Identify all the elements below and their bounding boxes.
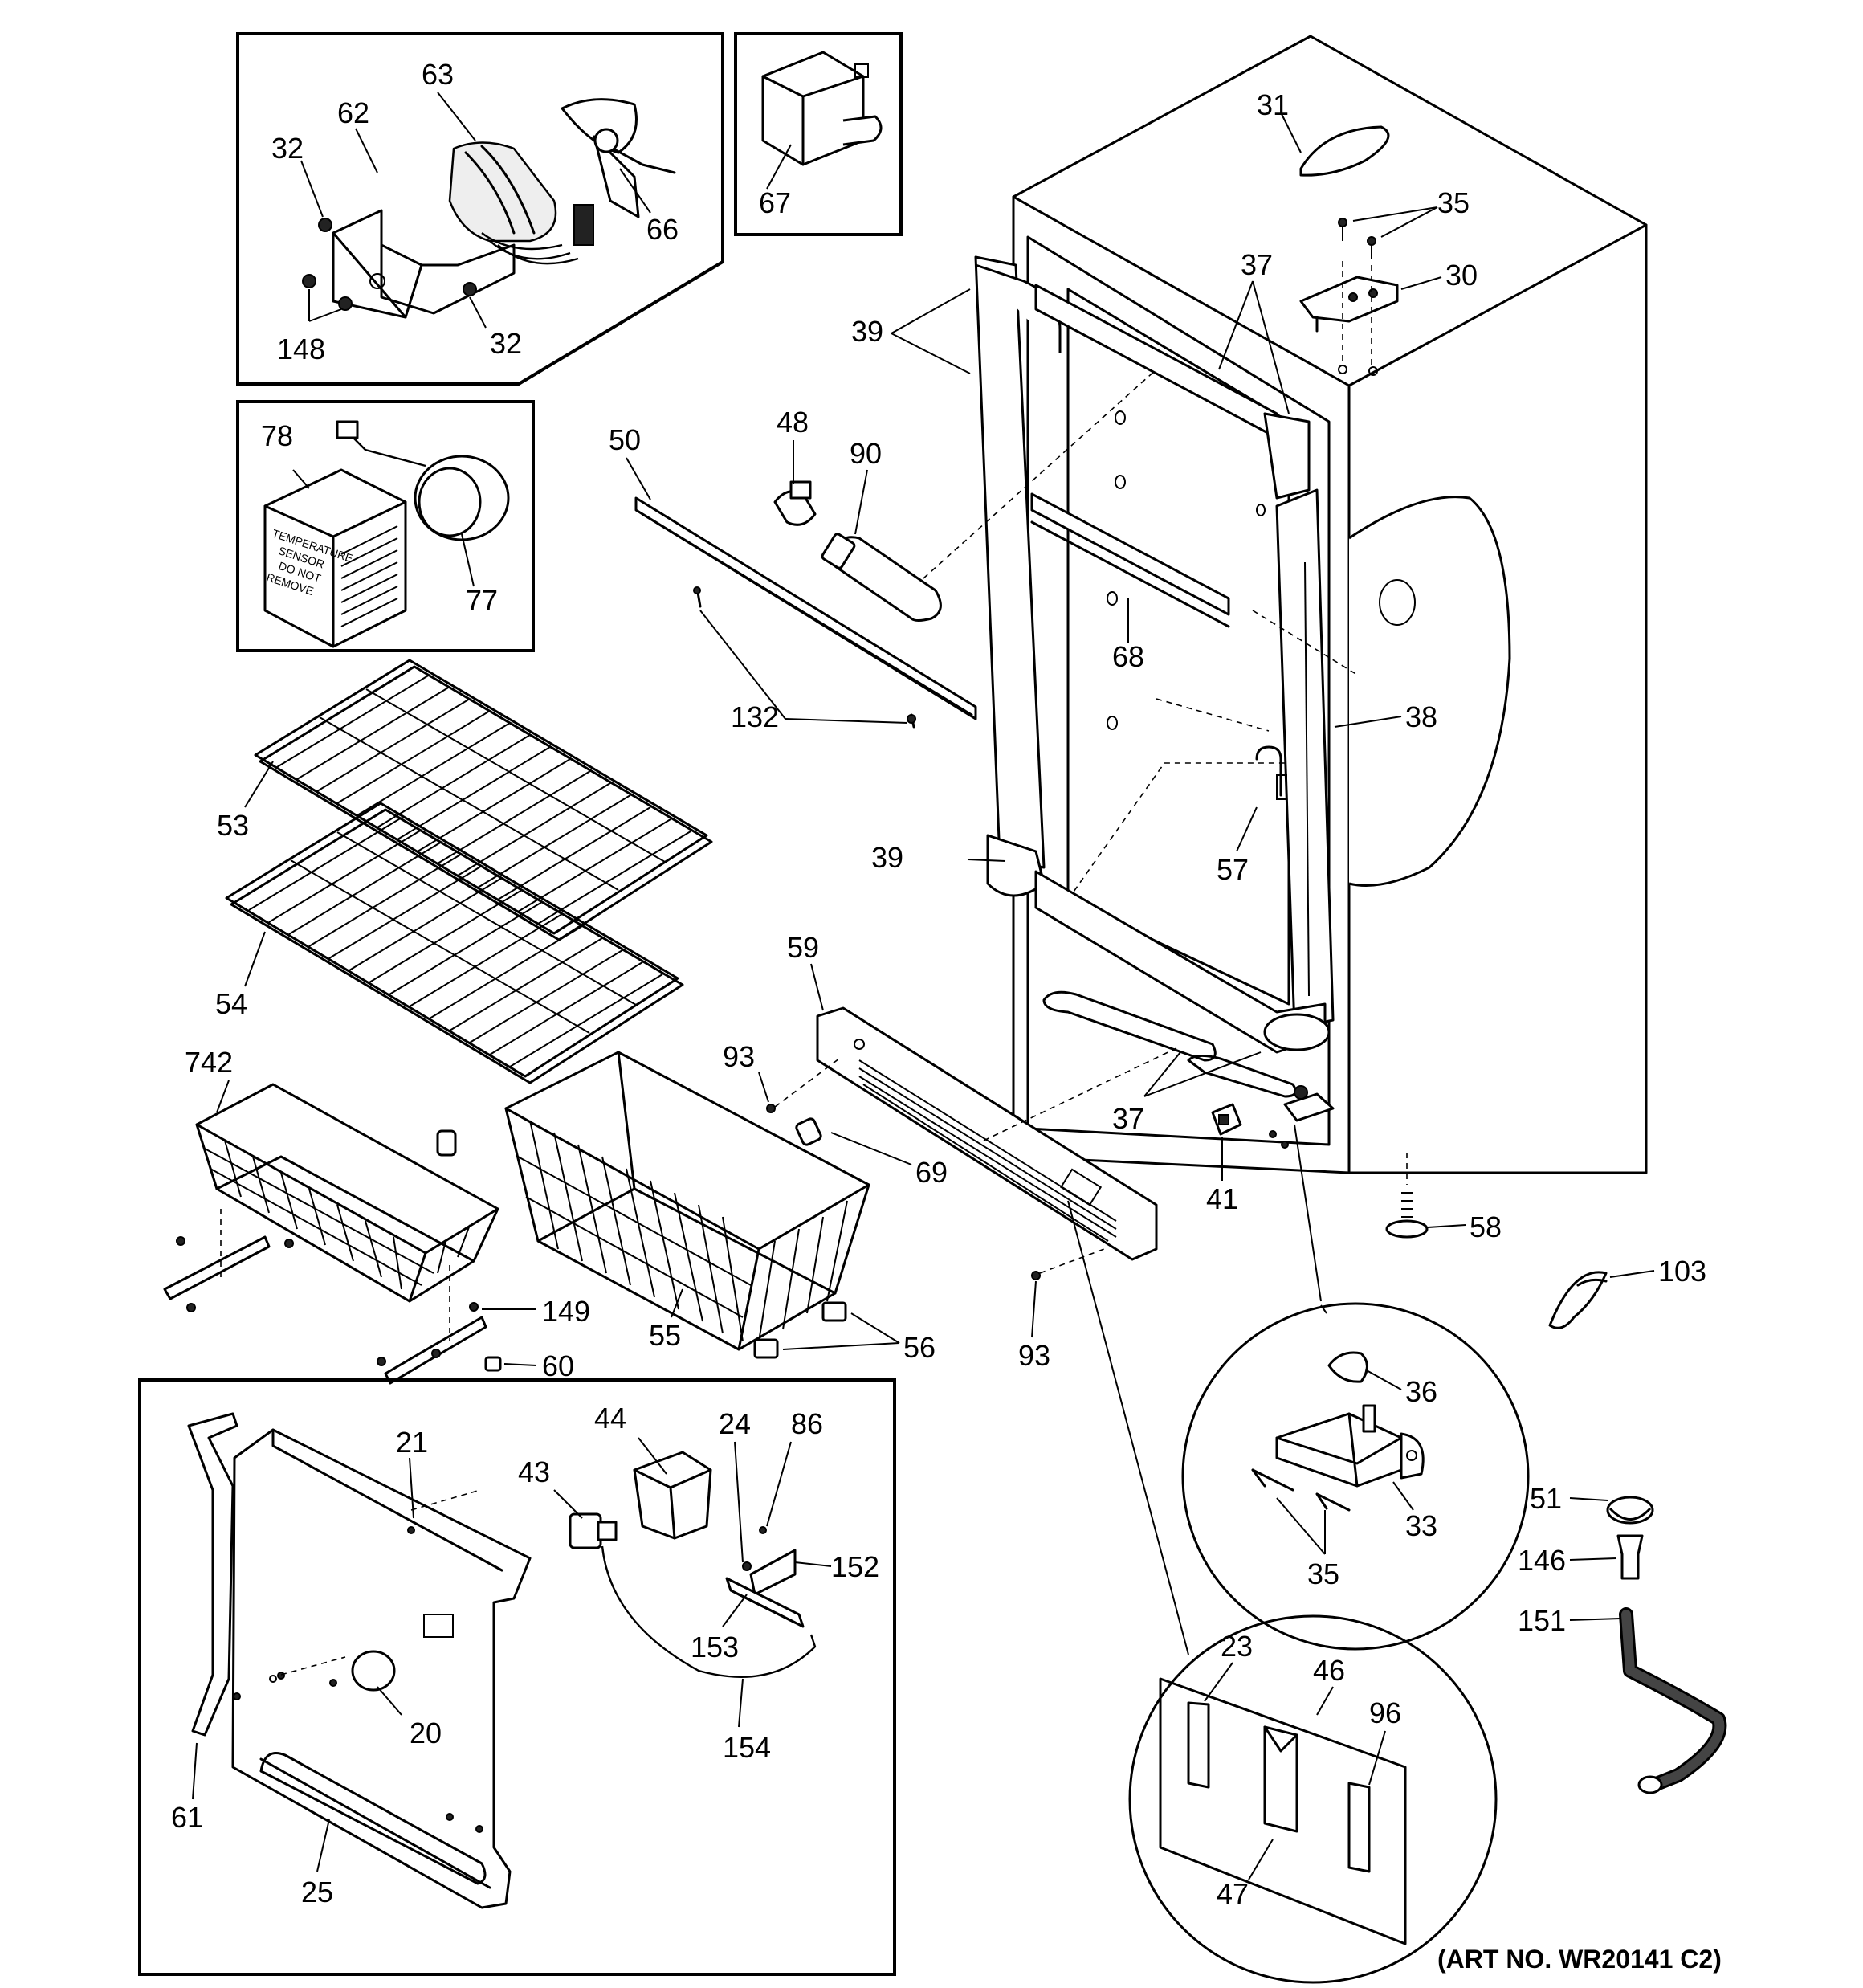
callout-63: 63 [422,58,454,91]
callout-132: 132 [731,700,779,733]
inset-fan-motor-assembly [236,32,724,386]
callout-78: 78 [261,419,293,452]
callout-96: 96 [1369,1696,1401,1729]
callout-742: 742 [185,1046,233,1079]
callout-labels: 32 62 63 66 148 32 67 78 77 31 35 30 37 … [171,58,1722,1974]
wire-shelf-53 [254,659,713,941]
inset-part-67 [734,32,903,236]
wire-shelf-54 [225,802,684,1084]
callout-53: 53 [217,809,249,842]
callout-33: 33 [1405,1509,1437,1542]
large-basket-55 [504,1051,870,1351]
inset-evaporator-cover [138,1378,896,1976]
callout-37-top: 37 [1241,248,1273,281]
callout-36: 36 [1405,1375,1437,1408]
callout-67: 67 [759,186,791,219]
callout-32-lower: 32 [490,327,522,360]
inset-temperature-sensor: TEMPERATURE SENSOR DO NOT REMOVE [236,400,535,652]
light-assembly [626,440,977,729]
callout-57: 57 [1217,853,1249,886]
callout-43: 43 [518,1455,550,1488]
callout-39-top: 39 [851,315,883,348]
callout-20: 20 [410,1717,442,1749]
callout-86: 86 [791,1407,823,1440]
clip-103 [1548,1270,1655,1329]
detail-circle-hinge [1181,1302,1530,1651]
callout-31: 31 [1257,88,1289,121]
callout-55: 55 [649,1319,681,1352]
switch-41-and-lower-hinge [1211,1085,1335,1302]
vent-slots [340,525,398,627]
callout-51: 51 [1530,1482,1562,1515]
callout-61: 61 [171,1801,203,1834]
callout-23: 23 [1221,1630,1253,1663]
callout-48: 48 [777,406,809,439]
callout-21: 21 [396,1426,428,1459]
callout-41: 41 [1206,1182,1238,1215]
drawer-stops-56 [753,1301,900,1359]
callout-54: 54 [215,987,247,1020]
callout-90: 90 [850,437,882,470]
callout-25: 25 [301,1876,333,1908]
callout-47: 47 [1217,1877,1249,1910]
callout-60: 60 [542,1349,574,1382]
callout-68: 68 [1112,640,1144,673]
leveling-leg-58 [1385,1153,1466,1239]
callout-148: 148 [277,333,325,365]
art-number: (ART NO. WR20141 C2) [1437,1945,1722,1974]
callout-56: 56 [903,1331,936,1364]
callout-37-bottom: 37 [1112,1102,1144,1135]
callout-149: 149 [542,1295,590,1328]
callout-93-top: 93 [723,1040,755,1073]
callout-24: 24 [719,1407,751,1440]
top-hinge-assembly [1280,112,1442,376]
callout-58: 58 [1470,1210,1502,1243]
callout-50: 50 [609,423,641,456]
callout-146: 146 [1518,1544,1566,1577]
callout-152: 152 [831,1550,879,1583]
callout-46: 46 [1313,1654,1345,1687]
callout-154: 154 [723,1731,771,1764]
cabinet-leaders [891,280,1402,1097]
callout-44: 44 [594,1402,626,1435]
callout-59: 59 [787,931,819,964]
callout-39-bottom: 39 [871,841,903,874]
callout-77: 77 [466,584,498,617]
drain-assembly [1569,1496,1727,1794]
callout-35: 35 [1437,186,1470,219]
detail-circle-switch-panel [1128,1614,1498,1984]
callout-32: 32 [271,132,304,165]
callout-66: 66 [646,213,679,246]
callout-93-bottom: 93 [1018,1339,1050,1372]
callout-153: 153 [691,1631,739,1663]
callout-103: 103 [1658,1255,1706,1288]
callout-62: 62 [337,96,369,129]
callout-38: 38 [1405,700,1437,733]
callout-151: 151 [1518,1604,1566,1637]
freezer-cabinet [923,35,1648,1174]
callout-35-detail: 35 [1307,1557,1339,1590]
small-basket-742 [195,1083,499,1303]
basket-slides [163,1080,683,1385]
callout-30: 30 [1445,259,1478,292]
callout-69: 69 [915,1156,948,1189]
kickplate-59 [758,963,1189,1655]
